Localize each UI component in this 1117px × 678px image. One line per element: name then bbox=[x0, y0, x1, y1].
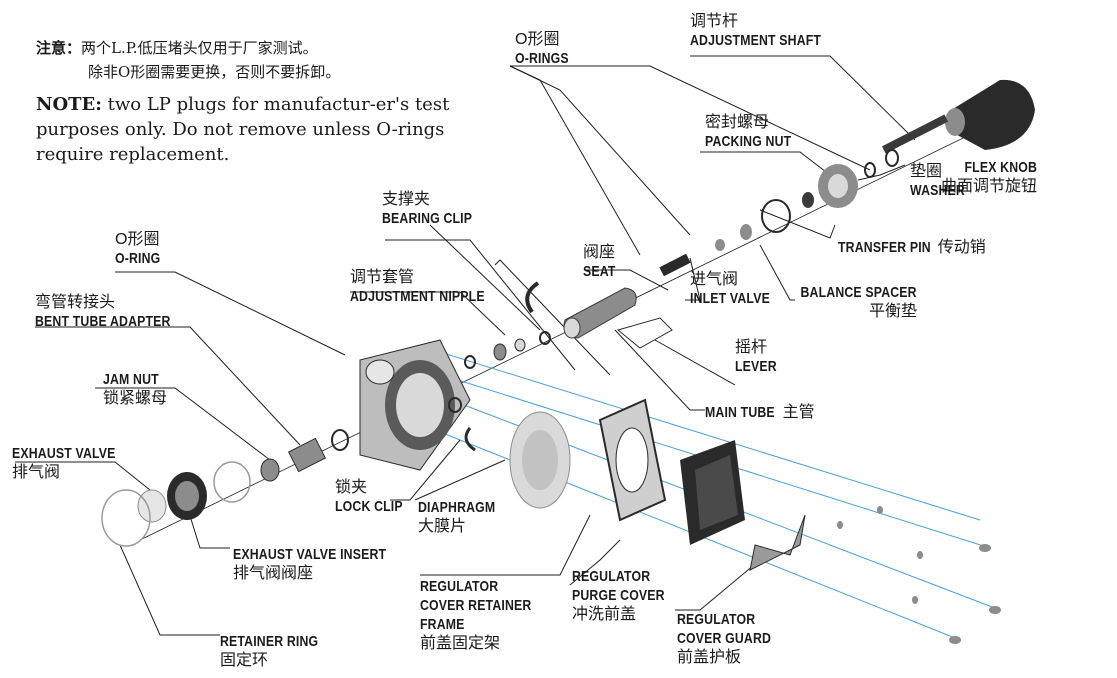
label-o-rings: O形圈 O-RINGS bbox=[515, 31, 569, 67]
label-retainer-ring: RETAINER RING 固定环 bbox=[220, 633, 319, 669]
lever-part bbox=[616, 317, 673, 349]
label-adjustment-nipple: 调节套管 ADJUSTMENT NIPPLE bbox=[350, 269, 485, 305]
lock-clip-part bbox=[464, 427, 476, 452]
note-en-prefix: NOTE: bbox=[36, 94, 102, 115]
main-tube-part bbox=[563, 287, 637, 339]
label-flex-knob: FLEX KNOB 曲面调节旋钮 bbox=[940, 159, 1037, 195]
label-exhaust-valve: EXHAUST VALVE 排气阀 bbox=[12, 445, 116, 481]
note-chinese: 注意：两个L.P.低压堵头仅用于厂家测试。 除非O形圈需要更换，否则不要拆卸。 bbox=[36, 36, 340, 84]
o-ring-small-part bbox=[448, 355, 476, 413]
label-transfer-pin: TRANSFER PIN 传动销 bbox=[838, 239, 986, 256]
label-exhaust-valve-insert: EXHAUST VALVE INSERT 排气阀阀座 bbox=[233, 546, 387, 582]
note-en-text: two LP plugs for manufactur-er's test pu… bbox=[36, 94, 450, 165]
label-washer: 垫圈 WASHER bbox=[910, 163, 965, 199]
label-bearing-clip: 支撑夹 BEARING CLIP bbox=[382, 191, 473, 227]
jam-nut-part bbox=[213, 458, 280, 503]
note-cn-line1: 两个L.P.低压堵头仅用于厂家测试。 bbox=[81, 39, 318, 57]
label-regulator-cover-retainer-frame: REGULATOR COVER RETAINER FRAME 前盖固定架 bbox=[420, 578, 532, 652]
inlet-valve-part bbox=[659, 239, 725, 277]
note-cn-line2: 除非O形圈需要更换，否则不要拆卸。 bbox=[88, 63, 341, 81]
bearing-clip-part bbox=[525, 281, 540, 314]
flex-knob-part bbox=[945, 79, 1035, 150]
label-seat: 阀座 SEAT bbox=[583, 244, 616, 280]
balance-spacer-part bbox=[740, 199, 791, 240]
label-regulator-cover-guard: REGULATOR COVER GUARD 前盖护板 bbox=[677, 611, 772, 666]
shaft-part bbox=[864, 114, 949, 178]
retainer-ring-part bbox=[101, 489, 151, 547]
diaphragm-part bbox=[509, 411, 571, 509]
label-o-ring: O形圈 O-RING bbox=[115, 231, 161, 267]
bolts-part bbox=[837, 506, 1001, 644]
label-jam-nut: JAM NUT 锁紧螺母 bbox=[103, 371, 168, 407]
exhaust-valve-insert-part bbox=[167, 472, 207, 520]
label-lock-clip: 锁夹 LOCK CLIP bbox=[335, 479, 403, 515]
label-adjustment-shaft: 调节杆 ADJUSTMENT SHAFT bbox=[690, 13, 822, 49]
bent-tube-adapter-part bbox=[287, 429, 349, 473]
regulator-body-part bbox=[359, 339, 471, 471]
label-diaphragm: DIAPHRAGM 大膜片 bbox=[418, 499, 496, 535]
label-lever: 摇杆 LEVER bbox=[735, 339, 777, 375]
label-bent-tube-adapter: 弯管转接头 BENT TUBE ADAPTER bbox=[35, 294, 171, 330]
purge-cover-part bbox=[680, 440, 745, 545]
note-cn-prefix: 注意： bbox=[36, 39, 82, 57]
cover-guard-part bbox=[749, 514, 806, 571]
label-packing-nut: 密封螺母 PACKING NUT bbox=[705, 114, 792, 150]
retainer-frame-part bbox=[598, 398, 667, 522]
label-inlet-valve: 进气阀 INLET VALVE bbox=[690, 271, 770, 307]
note-english: NOTE: two LP plugs for manufactur-er's t… bbox=[36, 92, 456, 167]
leader-lines bbox=[15, 55, 916, 636]
label-balance-spacer: BALANCE SPACER 平衡垫 bbox=[800, 284, 917, 320]
label-main-tube: MAIN TUBE 主管 bbox=[705, 404, 815, 421]
packing-nut-part bbox=[802, 164, 858, 208]
label-regulator-purge-cover: REGULATOR PURGE COVER 冲洗前盖 bbox=[572, 568, 665, 623]
adjustment-nipple-part bbox=[493, 331, 551, 361]
exhaust-valve-part bbox=[137, 489, 167, 523]
